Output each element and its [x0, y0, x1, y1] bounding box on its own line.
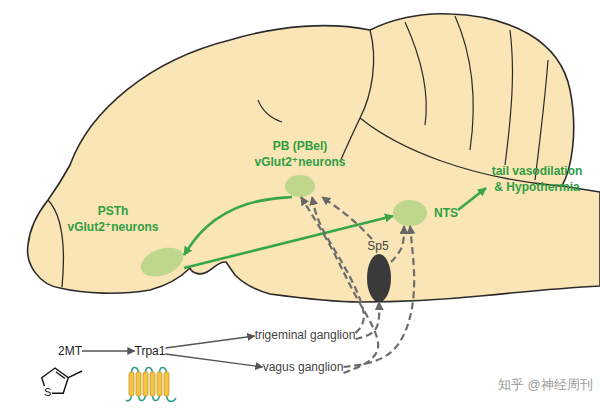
text-block: NTS [434, 206, 458, 222]
projection-arrow [458, 188, 486, 210]
text-block: Trpa1 [135, 344, 166, 360]
sp5-region [367, 254, 391, 302]
compound-label: 2MT [58, 344, 82, 360]
signal-arrow [82, 350, 135, 351]
node-text: PSTh vGlut2⁺neurons [63, 204, 163, 235]
receptor-label: Trpa1 [135, 344, 166, 360]
node-text: tail vasodilation & Hypothermia [486, 164, 588, 195]
atom-symbol: S [43, 386, 52, 399]
trpa1-receptor-icon [126, 368, 176, 402]
signal-arrow [166, 336, 255, 348]
cortex-boundary [340, 30, 374, 162]
text-block: vagus ganglion [263, 360, 344, 376]
helix [129, 372, 134, 396]
cerebellum-fold [405, 22, 426, 125]
text-block: 2MT [58, 344, 82, 360]
brain-outline [28, 14, 600, 302]
node-text: Sp5 [367, 239, 389, 255]
nts-region [393, 200, 427, 226]
helix [157, 372, 162, 396]
projection-arrow [184, 216, 393, 268]
afferent-dashed-arrow [391, 226, 404, 262]
text-block: tail vasodilation & Hypothermia [486, 164, 588, 195]
node-text: vagus ganglion [263, 360, 344, 376]
cerebellum-fold [455, 16, 473, 150]
text-block: PB (PBel) vGlut2⁺neurons [250, 139, 350, 170]
receptor-loops [126, 368, 176, 402]
outcome-text: tail vasodilation & Hypothermia [486, 164, 588, 196]
text-block: Sp5 [367, 239, 389, 255]
node-text: Trpa1 [135, 344, 166, 360]
helix [150, 372, 155, 396]
psth-region-node: PSTh vGlut2⁺neurons [63, 204, 184, 275]
psth-region [137, 242, 187, 281]
double-bond [56, 372, 65, 379]
olfactory-boundary [48, 200, 63, 287]
node-text: trigeminal ganglion [255, 328, 356, 344]
ganglion-label: vagus ganglion [263, 360, 344, 376]
pb-region-node: PB (PBel) vGlut2⁺neurons [250, 139, 350, 197]
text-block: PSTh vGlut2⁺neurons [63, 204, 163, 235]
afferent-dashed-arrow [312, 197, 364, 333]
ganglion-label: trigeminal ganglion [255, 328, 356, 344]
helix [136, 372, 141, 396]
helix [143, 372, 148, 396]
node-text: PB (PBel) vGlut2⁺neurons [250, 139, 350, 170]
afferent-dashed-arrow [322, 197, 372, 239]
node-text: 2MT [58, 344, 82, 360]
nts-region-node: NTS [393, 200, 458, 226]
sp5-region-node: Sp5 [367, 239, 391, 302]
text-block: trigeminal ganglion [255, 328, 356, 344]
watermark: 知乎 @神经周刊 [497, 377, 594, 393]
afferent-dashed-arrow [301, 197, 378, 373]
midbrain-line [258, 100, 282, 122]
methyl-bond [68, 371, 82, 378]
node-text: NTS [434, 206, 458, 222]
cerebellum-fold [535, 60, 548, 180]
pb-region [285, 175, 315, 197]
cerebellum-fold [505, 30, 512, 165]
helix [164, 372, 169, 396]
signal-arrow [166, 354, 263, 367]
